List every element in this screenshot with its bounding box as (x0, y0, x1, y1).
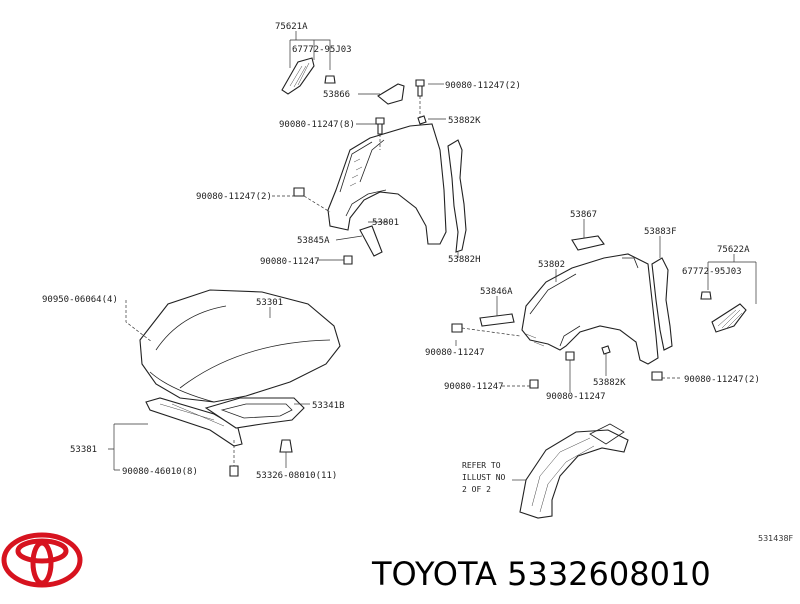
bracket-53867 (571, 235, 605, 251)
label-90080-11247-right-a: 90080-11247 (425, 348, 485, 358)
label-53381: 53381 (70, 445, 97, 455)
leader-53381 (108, 423, 148, 471)
clip-67772-left (324, 75, 336, 84)
fender-53801-holes (349, 158, 363, 187)
brand-part-number: TOYOTA 5332608010 (371, 555, 711, 593)
label-90080-11247-right-b: 90080-11247 (444, 382, 504, 392)
clip-53326-08010 (279, 439, 293, 453)
toyota-logo-icon (1, 532, 83, 588)
fender-53801-flange (339, 139, 387, 217)
bolt-right-a (451, 323, 463, 333)
hood-53301-crease-3 (149, 371, 215, 403)
hood-53301-crease-1 (155, 305, 227, 351)
leader-75621a (289, 31, 331, 70)
seal-53341b-inner (220, 403, 293, 419)
fender-liner-hatch (531, 437, 595, 513)
label-53846a: 53846A (480, 287, 513, 297)
clip-53882k-top (417, 115, 427, 125)
label-53301: 53301 (256, 298, 283, 308)
leader-bolt-right-a (461, 327, 521, 337)
bolt-right-b (565, 351, 575, 361)
leader-bolt-side (272, 195, 331, 213)
label-53882k-top: 53882K (448, 116, 481, 126)
part-labels: 75621A 67772-95J03 53866 90080-11247(2) … (42, 22, 760, 481)
label-53326-08010: 53326-08010(11) (256, 471, 337, 481)
seal-53882h (447, 139, 467, 253)
bolt-8 (375, 117, 385, 135)
label-53802: 53802 (538, 260, 565, 270)
leader-90950 (125, 300, 153, 343)
leader-75622a (707, 254, 757, 304)
seal-53883f (651, 257, 673, 351)
refer-note: REFER TO ILLUST NO 2 OF 2 (462, 461, 526, 494)
leader-53845a (335, 235, 363, 241)
label-53866: 53866 (323, 90, 350, 100)
moulding-75621a-hatch (289, 62, 310, 88)
fender-53801 (327, 123, 447, 245)
label-90080-11247-2-upper: 90080-11247(2) (445, 81, 521, 91)
fender-liner (519, 429, 629, 519)
seal-53341b (204, 397, 305, 429)
right-fender-group (451, 219, 757, 392)
clip-67772-right (700, 291, 712, 300)
bolt-lower-left (343, 255, 353, 265)
refer-note-line-3: 2 OF 2 (462, 485, 491, 494)
label-75621a: 75621A (275, 22, 308, 32)
panel-53381 (145, 397, 243, 447)
label-90080-11247-2-left: 90080-11247(2) (196, 192, 272, 202)
moulding-75621a (281, 57, 315, 95)
label-53883f: 53883F (644, 227, 677, 237)
hood-group (108, 289, 341, 477)
bracket-53845a (359, 225, 383, 257)
bracket-53846a (479, 313, 515, 327)
label-67772-95j03-left: 67772-95J03 (292, 45, 352, 55)
bracket-53866 (377, 83, 405, 105)
hood-53301-crease-2 (179, 339, 331, 389)
bolt-left-side (293, 187, 305, 197)
label-53882k-bottom: 53882K (593, 378, 626, 388)
bolt-right-d (651, 371, 663, 381)
left-fender-group (272, 31, 467, 265)
label-53845a: 53845A (297, 236, 330, 246)
fender-liner-group (519, 423, 629, 519)
label-90080-11247-2-right: 90080-11247(2) (684, 375, 760, 385)
moulding-75622a (711, 303, 747, 333)
label-90080-11247-left-lower: 90080-11247 (260, 257, 320, 267)
panel-53381-hatch (159, 403, 225, 427)
clip-90080-46010 (229, 465, 239, 477)
bolt-upper (415, 79, 425, 97)
fender-53802 (521, 253, 659, 365)
label-53882h: 53882H (448, 255, 481, 265)
label-53867: 53867 (570, 210, 597, 220)
clip-53882k-bottom (601, 345, 611, 355)
diagram-code: 531438F (758, 534, 794, 543)
refer-note-line-2: ILLUST NO (462, 473, 506, 482)
label-90950-06064: 90950-06064(4) (42, 295, 118, 305)
moulding-75622a-hatch (717, 309, 743, 330)
label-53801: 53801 (372, 218, 399, 228)
fender-liner-tab (589, 423, 625, 445)
fender-53802-flange (529, 257, 639, 347)
label-90080-11247-8: 90080-11247(8) (279, 120, 355, 130)
bolt-right-c (529, 379, 539, 389)
label-67772-95j03-right: 67772-95J03 (682, 267, 742, 277)
label-90080-46010: 90080-46010(8) (122, 467, 198, 477)
fender-53802-holes (525, 333, 545, 347)
label-90080-11247-right-c: 90080-11247 (546, 392, 606, 402)
label-53341b: 53341B (312, 401, 345, 411)
label-75622a: 75622A (717, 245, 750, 255)
refer-note-line-1: REFER TO (462, 461, 501, 470)
